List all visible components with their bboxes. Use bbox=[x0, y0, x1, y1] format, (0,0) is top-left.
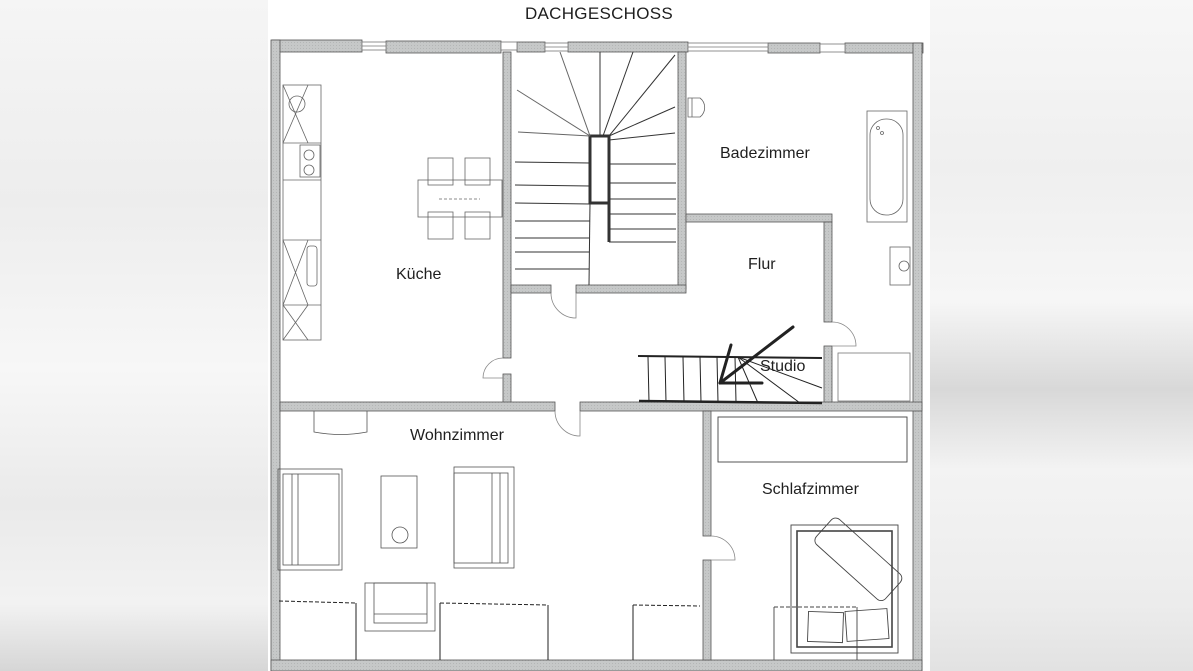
door-swings bbox=[482, 292, 857, 561]
kitchen-counter bbox=[282, 84, 322, 341]
floor-plan-drawing bbox=[270, 39, 924, 671]
room-label-studio: Studio bbox=[760, 358, 806, 375]
blurred-background-right bbox=[928, 0, 1193, 671]
room-label-flur: Flur bbox=[748, 256, 776, 273]
blurred-background-left bbox=[0, 0, 268, 671]
bathroom-fixtures bbox=[687, 97, 911, 286]
studio-arrow-icon bbox=[718, 325, 795, 385]
room-label-wohnzimmer: Wohnzimmer bbox=[410, 427, 504, 444]
windows-top bbox=[361, 41, 846, 53]
outer-walls bbox=[270, 39, 924, 671]
flur-cabinet bbox=[837, 352, 911, 402]
interior-walls bbox=[279, 51, 923, 661]
floor-plan: DACHGESCHOSS bbox=[268, 0, 930, 671]
floor-plan-title: DACHGESCHOSS bbox=[524, 4, 674, 23]
living-room-furniture bbox=[277, 411, 515, 632]
bedroom-furniture bbox=[717, 416, 908, 660]
dining-table bbox=[417, 157, 503, 240]
living-room-dormers bbox=[278, 600, 701, 660]
room-label-schlafzimmer: Schlafzimmer bbox=[762, 481, 859, 498]
studio-staircase bbox=[637, 355, 823, 405]
room-label-badezimmer: Badezimmer bbox=[720, 145, 810, 162]
main-staircase bbox=[514, 51, 676, 286]
room-label-kueche: Küche bbox=[396, 266, 442, 283]
